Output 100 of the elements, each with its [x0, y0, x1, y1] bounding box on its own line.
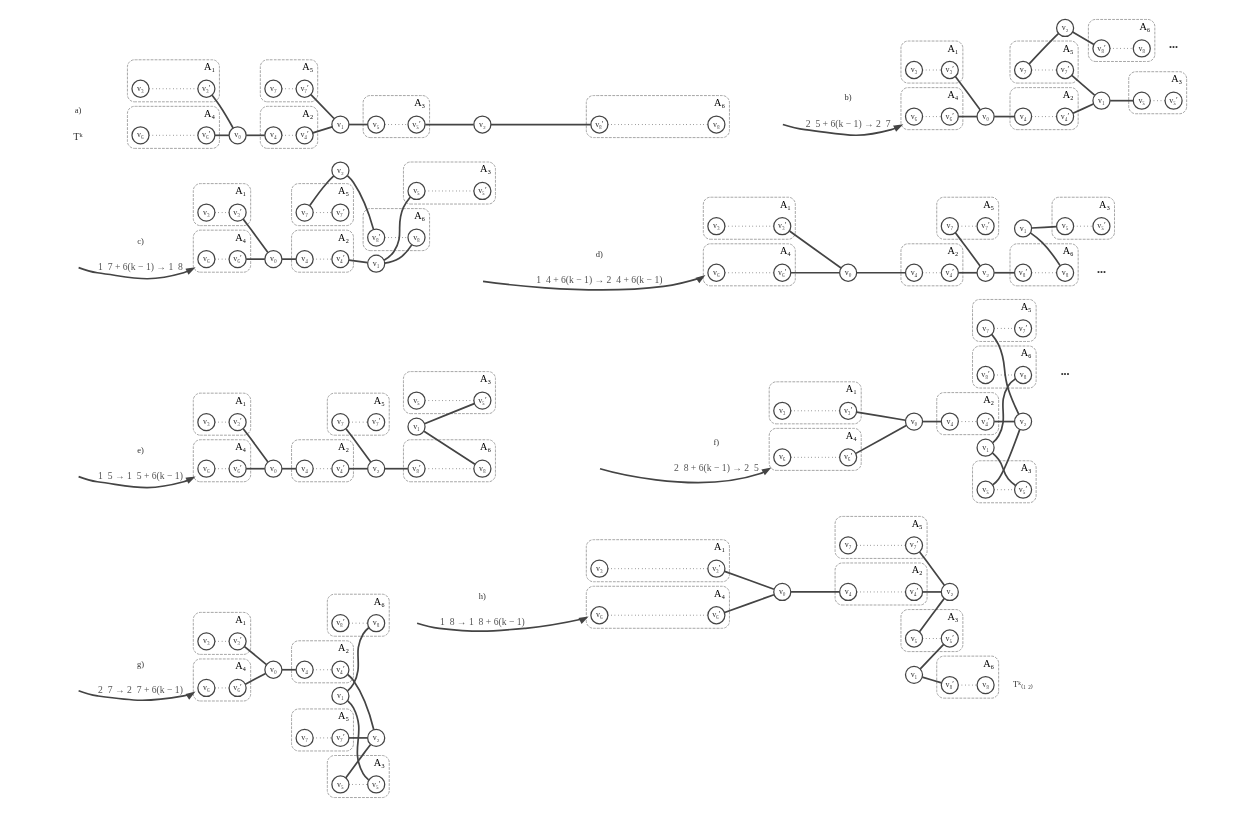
- edge-label: 1 8 → 1 8 + 6(k − 1): [439, 616, 525, 628]
- connector: [422, 430, 476, 466]
- connector: [991, 452, 1016, 487]
- edge-label: 2 8 + 6(k − 1) → 2 5: [673, 461, 759, 473]
- node-circle: v₁: [330, 686, 350, 706]
- node-circle: v₁: [366, 254, 385, 273]
- connector: [606, 568, 708, 570]
- connector: [382, 196, 411, 262]
- node-circle: v₁: [904, 665, 923, 684]
- connector: [312, 258, 332, 260]
- node-circle: v₆: [589, 606, 609, 625]
- node-circle: v₅′: [1163, 91, 1183, 110]
- connector: [312, 669, 332, 671]
- connector: [312, 737, 332, 739]
- node-circle: v₀: [263, 660, 283, 679]
- connector: [1029, 232, 1061, 267]
- node-circle: v₄′: [330, 459, 350, 478]
- connector: [957, 684, 977, 686]
- node-circle: v₄′: [975, 412, 995, 431]
- arrow: [77, 689, 195, 702]
- connector: [954, 75, 981, 111]
- connector: [241, 427, 269, 463]
- node-circle: v₃: [772, 401, 791, 420]
- node-circle: v₀: [772, 582, 791, 602]
- label: •••: [1168, 42, 1178, 53]
- connector: [424, 400, 474, 401]
- node-circle: v₃: [904, 60, 923, 80]
- node-circle: v₀: [975, 107, 995, 126]
- node-circle: v₆′: [196, 126, 215, 145]
- node-circle: v₄′: [904, 582, 923, 602]
- connector: [788, 230, 842, 269]
- node-circle: v₇: [294, 728, 314, 748]
- node-circle: v₇′: [294, 79, 314, 98]
- connector: [921, 420, 942, 423]
- connector: [993, 374, 1015, 376]
- connector: [991, 378, 1016, 444]
- connector: [347, 467, 368, 470]
- node-circle: v₆: [706, 263, 726, 282]
- node-circle: v₁: [330, 115, 350, 134]
- connector: [214, 640, 229, 642]
- node-circle: v₄′: [294, 126, 314, 145]
- connector: [346, 673, 375, 731]
- node-circle: v₃′: [772, 217, 791, 236]
- label: b): [844, 92, 852, 103]
- node-circle: v₂: [940, 582, 959, 602]
- connector: [280, 258, 297, 260]
- connector: [244, 258, 266, 260]
- node-circle: v₃′: [196, 79, 215, 98]
- node-circle: v₈′: [1013, 263, 1032, 282]
- label: •••: [1096, 266, 1106, 277]
- connector: [1108, 99, 1134, 102]
- connector: [954, 231, 981, 267]
- label: Tᵏ: [72, 130, 83, 142]
- connector: [489, 123, 592, 126]
- connector: [606, 614, 708, 616]
- node-circle: v₅′: [406, 115, 426, 134]
- edge-label: 1 4 + 6(k − 1) → 2 4 + 6(k − 1): [535, 274, 662, 286]
- connector: [992, 420, 1015, 423]
- connector: [424, 190, 474, 192]
- node-circle: v₈′: [406, 459, 426, 478]
- node-circle: v₆′: [838, 448, 857, 467]
- node-circle: v₆′: [227, 250, 247, 269]
- node-circle: v₀: [263, 459, 283, 478]
- connector: [214, 212, 229, 213]
- connector: [241, 218, 269, 254]
- arrow: [781, 123, 903, 137]
- connector: [308, 175, 335, 207]
- node-circle: v₂: [472, 115, 492, 134]
- node-circle: v₃′: [838, 401, 857, 420]
- node-circle: v₇′: [1013, 319, 1032, 338]
- connector: [280, 467, 297, 470]
- node-circle: v₇: [975, 319, 995, 338]
- connector: [992, 115, 1015, 118]
- node-circle: v₂: [366, 728, 385, 748]
- connector: [383, 244, 413, 264]
- connector: [281, 134, 296, 136]
- connector: [148, 134, 198, 136]
- node-circle: v₃′: [227, 203, 247, 222]
- label: h): [478, 591, 486, 602]
- connector: [383, 467, 409, 470]
- node-circle: v₂: [975, 263, 995, 282]
- node-circle: v₆: [196, 250, 215, 269]
- node-circle: v₀: [838, 263, 857, 282]
- connector: [424, 468, 474, 470]
- label: •••: [1060, 368, 1070, 379]
- node-circle: v₈: [1132, 39, 1151, 58]
- node-circle: v₃′: [227, 413, 247, 432]
- node-circle: v₅′: [472, 391, 492, 410]
- node-circle: v₀: [227, 126, 247, 145]
- connector: [957, 115, 978, 118]
- node-circle: v₈′: [589, 115, 609, 134]
- label: g): [136, 658, 144, 669]
- label: e): [136, 444, 144, 455]
- node-circle: v₇: [263, 79, 283, 98]
- node-circle: v₅: [406, 181, 426, 201]
- node-circle: v₃: [589, 559, 609, 578]
- node-circle: v₈′: [366, 228, 385, 247]
- node-circle: v₅: [1055, 217, 1074, 236]
- node-circle: v₇: [294, 203, 314, 222]
- node-circle: v₆′: [772, 263, 791, 282]
